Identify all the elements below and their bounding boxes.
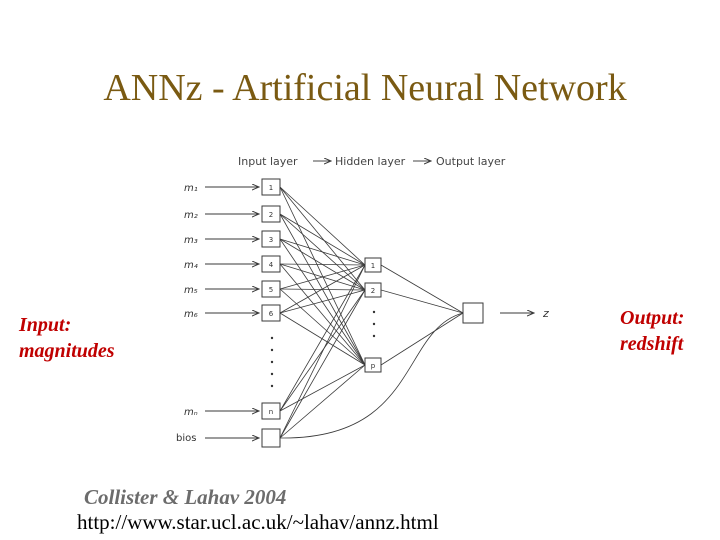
input-layer-nodes: 1 2 3 4 5 6 n [261,178,281,448]
input-variable-label-2: m₃ [184,235,198,246]
connection-bias-output [279,312,464,439]
input-ellipsis-dot-3 [270,372,274,376]
hidden-node-label-2: 2 [371,287,375,295]
input-label-line2: magnitudes [19,340,115,362]
bias-label: bios [176,433,196,444]
input-node-2 [261,205,281,223]
slide-title: ANNz - Artificial Neural Network [103,67,627,109]
hidden-node-1 [364,257,382,273]
output-variable-z: z [542,307,549,320]
connection-input-6-hidden-2 [279,364,366,412]
input-label-line1: Input: [19,314,72,336]
connection-input-0-hidden-2 [279,186,366,366]
input-node-label-6: 6 [269,310,274,318]
output-node [462,302,484,324]
bias-node [261,428,281,448]
connection-input-5-hidden-0 [279,264,366,314]
connection-input-7-hidden-1 [279,289,366,439]
connection-hidden-0-output [380,264,464,314]
input-variable-label-0: m₁ [184,183,198,194]
input-node-6 [261,304,281,322]
connection-input-2-hidden-2 [279,238,366,366]
input-node-label-3: 3 [269,236,273,244]
output-label-line1: Output: [620,307,685,329]
input-node-1 [261,178,281,196]
input-variable-label-5: m₆ [184,309,198,320]
input-variable-label-6: mₙ [184,407,198,418]
input-variable-label-4: m₅ [184,285,198,296]
connection-input-0-hidden-0 [279,186,366,266]
input-magnitudes-label: Input: magnitudes [19,312,115,364]
header-hidden-layer: Hidden layer [335,155,406,168]
hidden-ellipsis-dot-2 [372,334,376,338]
input-arrows [205,187,259,438]
connection-input-1-hidden-0 [279,213,366,266]
hidden-layer-nodes: 1 2 p [364,257,382,373]
source-url: http://www.star.ucl.ac.uk/~lahav/annz.ht… [77,510,439,534]
connection-input-4-hidden-0 [279,264,366,290]
input-variable-label-1: m₂ [184,210,198,221]
connection-hidden-2-output [380,312,464,366]
input-node-n [261,402,281,420]
input-node-label-5: 5 [269,286,273,294]
input-variable-labels: m₁ m₂ m₃ m₄ m₅ m₆ mₙ [184,183,198,418]
connection-input-5-hidden-1 [279,289,366,314]
input-variable-label-3: m₄ [184,260,198,271]
hidden-node-label-1: 1 [371,262,375,270]
connection-input-3-hidden-2 [279,263,366,366]
hidden-ellipsis-dot-0 [372,310,376,314]
input-node-3 [261,230,281,248]
input-node-4 [261,255,281,273]
input-node-label-n: n [269,408,273,416]
input-ellipsis-dot-0 [270,336,274,340]
input-node-label-1: 1 [269,184,273,192]
output-redshift-label: Output: redshift [620,305,684,357]
input-node-label-4: 4 [269,261,274,269]
connection-input-0-hidden-1 [279,186,366,291]
connection-input-6-hidden-0 [279,264,366,412]
connection-input-6-hidden-1 [279,289,366,412]
input-ellipsis-dot-1 [270,348,274,352]
hidden-ellipsis-dot-1 [372,322,376,326]
ellipsis-dots [270,310,376,388]
input-node-label-2: 2 [269,211,273,219]
hidden-node-p [364,357,382,373]
input-node-5 [261,280,281,298]
input-ellipsis-dot-4 [270,384,274,388]
connection-input-2-hidden-0 [279,238,366,266]
header-output-layer: Output layer [436,155,506,168]
input-ellipsis-dot-2 [270,360,274,364]
header-input-layer: Input layer [238,155,298,168]
hidden-node-2 [364,282,382,298]
connection-input-3-hidden-0 [279,263,366,266]
credit-citation: Collister & Lahav 2004 [84,485,287,509]
connection-input-5-hidden-2 [279,312,366,366]
connection-input-4-hidden-2 [279,288,366,366]
output-label-line2: redshift [620,333,684,355]
connection-input-7-hidden-0 [279,264,366,439]
connection-hidden-1-output [380,289,464,314]
network-connections [279,186,464,439]
hidden-node-label-p: p [371,362,376,370]
connection-input-7-hidden-2 [279,364,366,439]
